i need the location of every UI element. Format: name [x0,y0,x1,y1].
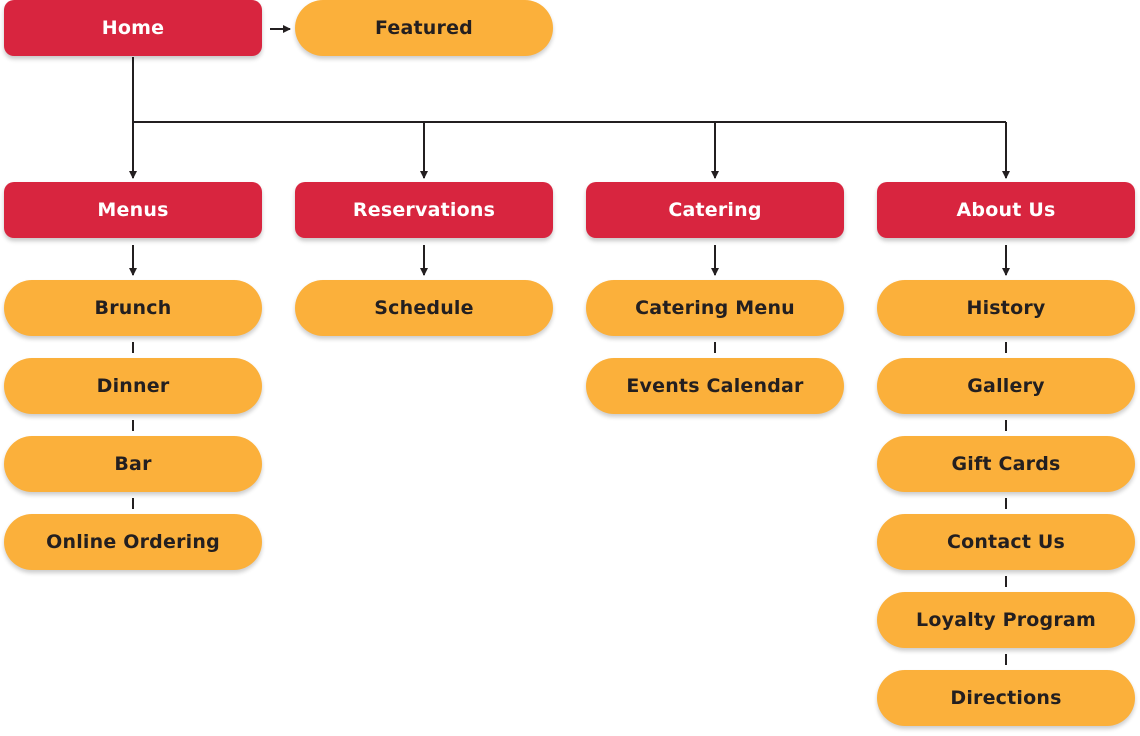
section-node-menus[interactable]: Menus [4,182,262,238]
page-node-brunch[interactable]: Brunch [4,280,262,336]
page-node-loyalty-program[interactable]: Loyalty Program [877,592,1135,648]
page-node-catering-menu[interactable]: Catering Menu [586,280,844,336]
page-node-directions[interactable]: Directions [877,670,1135,726]
page-label: Gift Cards [951,453,1061,475]
page-label: Brunch [94,297,172,319]
page-label: Loyalty Program [916,609,1096,631]
page-label: Online Ordering [46,531,220,553]
section-label: Catering [668,199,762,221]
page-node-online-ordering[interactable]: Online Ordering [4,514,262,570]
featured-node[interactable]: Featured [295,0,553,56]
section-node-about-us[interactable]: About Us [877,182,1135,238]
page-label: History [966,297,1046,319]
page-label: Dinner [96,375,170,397]
section-label: Menus [97,199,169,221]
page-label: Bar [114,453,152,475]
section-node-reservations[interactable]: Reservations [295,182,553,238]
page-label: Directions [950,687,1062,709]
section-node-catering[interactable]: Catering [586,182,844,238]
page-node-contact-us[interactable]: Contact Us [877,514,1135,570]
page-label: Contact Us [946,531,1066,553]
page-node-events-calendar[interactable]: Events Calendar [586,358,844,414]
home-label: Home [101,17,165,39]
page-node-schedule[interactable]: Schedule [295,280,553,336]
page-node-history[interactable]: History [877,280,1135,336]
page-label: Events Calendar [626,375,804,397]
section-label: Reservations [352,199,496,221]
page-node-gallery[interactable]: Gallery [877,358,1135,414]
page-label: Gallery [967,375,1045,397]
featured-label: Featured [375,17,473,39]
page-node-gift-cards[interactable]: Gift Cards [877,436,1135,492]
page-label: Catering Menu [635,297,795,319]
page-node-dinner[interactable]: Dinner [4,358,262,414]
page-label: Schedule [374,297,474,319]
home-node[interactable]: Home [4,0,262,56]
page-node-bar[interactable]: Bar [4,436,262,492]
section-label: About Us [956,199,1056,221]
